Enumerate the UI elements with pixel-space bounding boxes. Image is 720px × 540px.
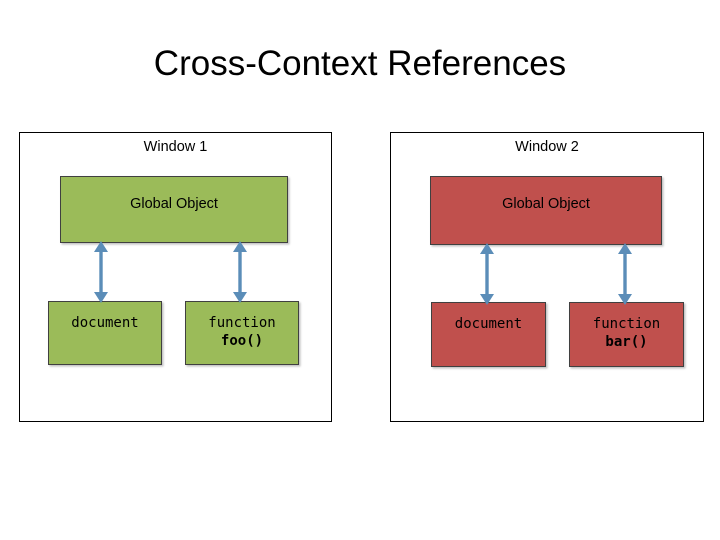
window-1-function-name: foo()	[220, 332, 264, 349]
window-1-function-keyword: function	[208, 315, 276, 331]
window-2-frame	[390, 132, 704, 422]
window-1-global-to-function-arrow-icon	[233, 241, 247, 303]
window-1-global-object-label: Global Object	[130, 196, 218, 212]
window-2-function-keyword: function	[592, 316, 661, 332]
window-2-function-label: function bar()	[593, 316, 660, 351]
window-1-document-box[interactable]: document	[48, 301, 162, 365]
window-2-function-name: bar()	[605, 333, 648, 350]
window-1-function-label: function foo()	[208, 315, 275, 350]
window-2-label: Window 2	[515, 139, 579, 155]
window-1-frame	[19, 132, 332, 422]
page-title: Cross-Context References	[153, 44, 567, 83]
window-1-document-label: document	[71, 315, 139, 331]
window-2-document-box[interactable]: document	[431, 302, 546, 367]
window-1-label: Window 1	[143, 139, 208, 155]
window-2-global-object-label: Global Object	[502, 196, 590, 212]
window-1-function-box[interactable]: function foo()	[185, 301, 299, 365]
window-1-global-object-box[interactable]: Global Object	[60, 176, 288, 243]
window-2-global-to-document-arrow-icon	[480, 243, 494, 305]
window-2-document-label: document	[454, 316, 523, 332]
window-1-global-to-document-arrow-icon	[94, 241, 108, 303]
window-2-function-box[interactable]: function bar()	[569, 302, 684, 367]
window-2-global-to-function-arrow-icon	[618, 243, 632, 305]
window-2-global-object-box[interactable]: Global Object	[430, 176, 662, 245]
